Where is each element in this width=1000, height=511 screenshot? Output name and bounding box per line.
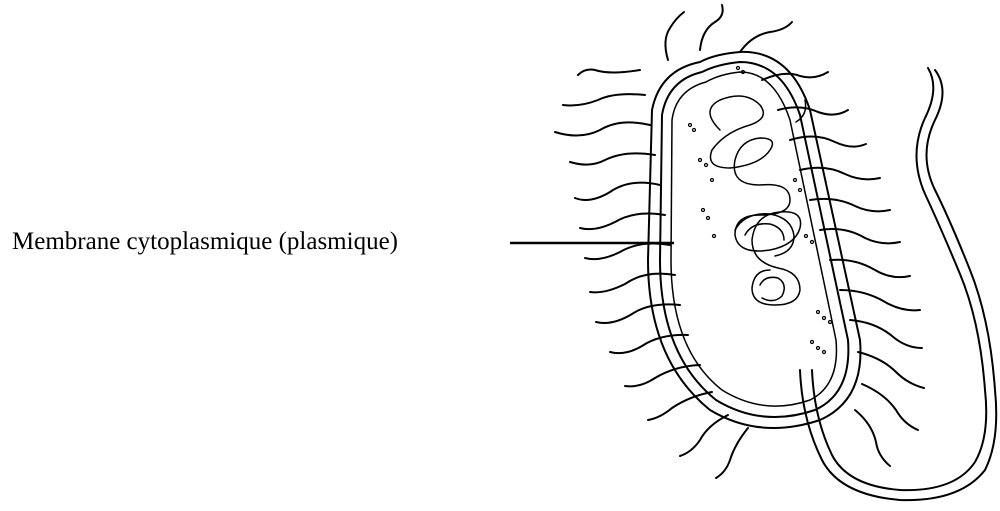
membrane-label: Membrane cytoplasmique (plasmique) xyxy=(12,227,398,257)
flagellum xyxy=(800,68,996,500)
cell-wall xyxy=(648,52,861,428)
pili-right xyxy=(665,5,924,466)
